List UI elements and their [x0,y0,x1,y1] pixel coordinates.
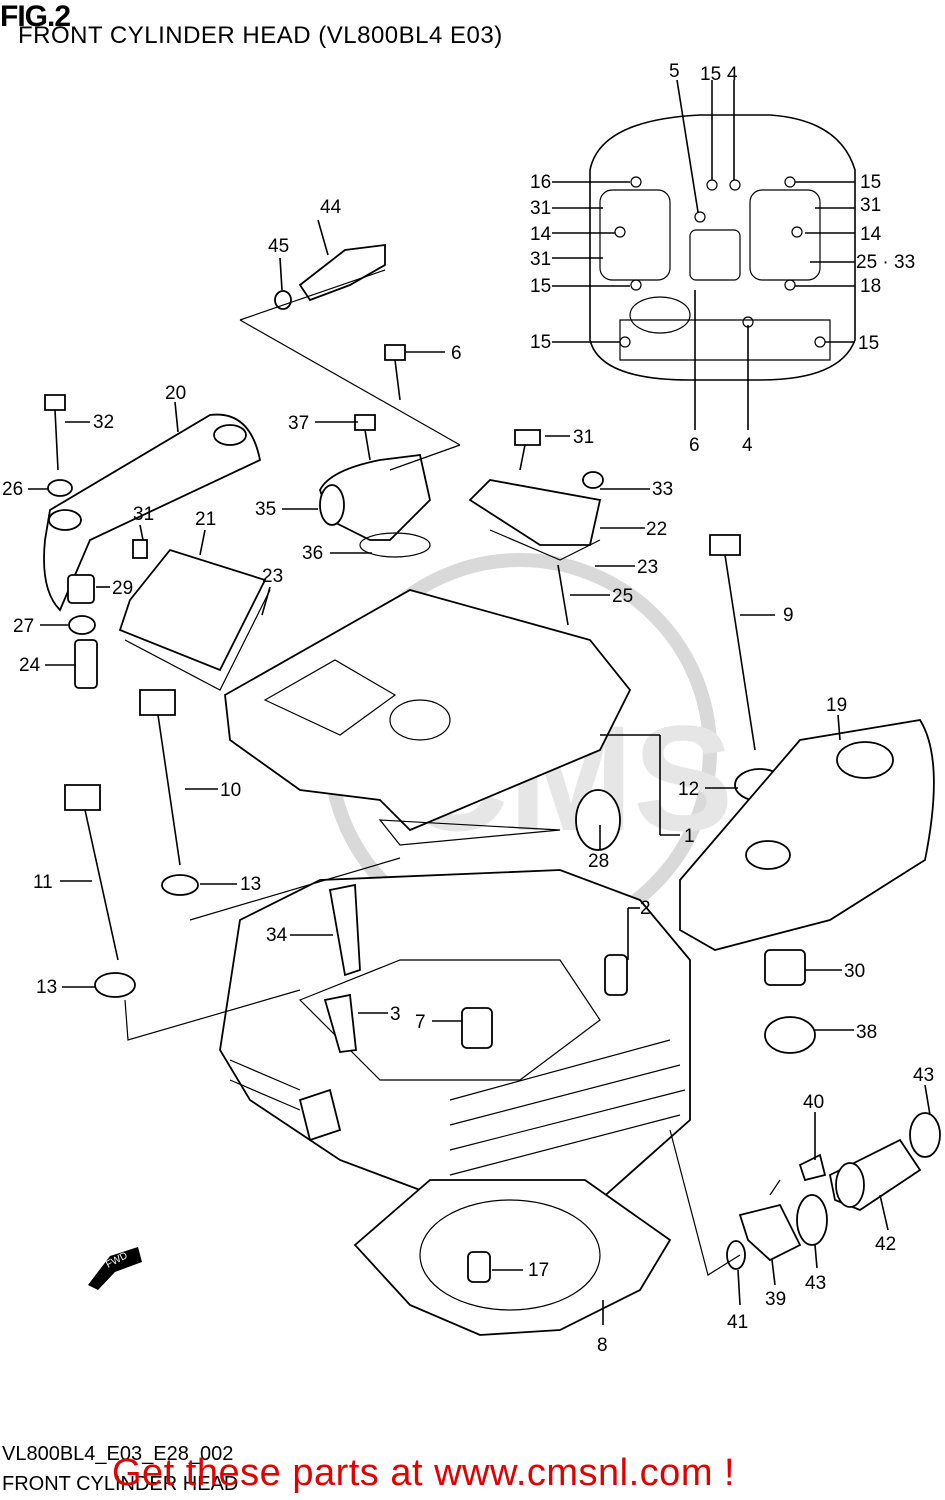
cylinder-head-main [219,589,691,1201]
callout-15: 15 [860,172,881,193]
callout-15: 15 [530,276,551,297]
head-gasket-8 [353,1179,672,1336]
callout-43: 43 [805,1273,826,1294]
callout-labels: 5 15 4 16 15 31 31 14 14 31 25 · 33 15 1… [2,61,934,1356]
callout-8: 8 [597,1335,608,1356]
callout-37: 37 [288,413,309,434]
callout-4: 4 [727,64,738,85]
callout-25-33: 25 · 33 [856,252,915,273]
callout-33: 33 [652,479,673,500]
callout-27: 27 [13,616,34,637]
callout-20: 20 [165,383,186,404]
callout-31: 31 [530,249,551,270]
callout-18: 18 [860,276,881,297]
callout-13: 13 [36,977,57,998]
cover-22 [468,479,602,561]
callout-22: 22 [646,519,667,540]
callout-24: 24 [19,655,41,676]
callout-3: 3 [390,1004,401,1025]
callout-19: 19 [826,695,847,716]
callout-7: 7 [415,1012,426,1033]
sensor-44 [274,243,386,310]
callout-11: 11 [33,872,53,893]
callout-31: 31 [133,504,154,525]
callout-28: 28 [588,851,609,872]
callout-31: 31 [860,195,881,216]
callout-21: 21 [195,509,216,530]
callout-9: 9 [783,605,794,626]
callout-15: 15 [700,64,721,85]
callout-43: 43 [913,1065,934,1086]
callout-4: 4 [742,435,753,456]
callout-13: 13 [240,874,261,895]
water-outlet-35 [319,454,431,558]
figure-label: FIG.2 [0,0,71,33]
callout-26: 26 [2,479,23,500]
callout-38: 38 [856,1022,877,1043]
callout-25: 25 [612,586,633,607]
callout-15: 15 [530,332,551,353]
callout-14: 14 [860,224,882,245]
callout-29: 29 [112,578,133,599]
promo-link[interactable]: Get these parts at www.cmsnl.com ! [112,1452,736,1494]
callout-44: 44 [320,197,342,218]
callout-40: 40 [803,1092,824,1113]
callout-6: 6 [689,435,700,456]
callout-5: 5 [669,61,680,82]
callout-39: 39 [765,1289,786,1310]
diagram-name: FRONT CYLINDER HEAD [2,1473,239,1495]
callout-14: 14 [530,224,552,245]
leader-lines [28,79,931,1325]
callout-35: 35 [255,499,276,520]
diagram-title: FRONT CYLINDER HEAD (VL800BL4 E03) [18,22,503,49]
callout-2: 2 [640,898,651,919]
callout-23: 23 [262,566,283,587]
intake-parts [726,1112,941,1270]
callout-12: 12 [678,779,699,800]
bracket-part [43,413,262,612]
callout-36: 36 [302,543,323,564]
head-top-view [589,114,856,381]
callout-10: 10 [220,780,241,801]
callout-6: 6 [451,343,462,364]
cover-21 [118,548,271,691]
callout-34: 34 [266,925,288,946]
callout-31: 31 [573,427,594,448]
callout-31: 31 [530,198,551,219]
callout-15: 15 [858,333,879,354]
callout-41: 41 [727,1312,748,1333]
heat-shield-19 [679,719,935,1054]
callout-17: 17 [528,1260,549,1281]
callout-30: 30 [844,961,865,982]
diagram-code: VL800BL4_E03_E28_002 [2,1443,234,1465]
forward-arrow-icon: FWD [88,1247,142,1290]
callout-23: 23 [637,557,658,578]
callout-1: 1 [684,826,695,847]
callout-16: 16 [530,172,551,193]
callout-45: 45 [268,236,289,257]
callout-42: 42 [875,1234,896,1255]
callout-32: 32 [93,412,114,433]
